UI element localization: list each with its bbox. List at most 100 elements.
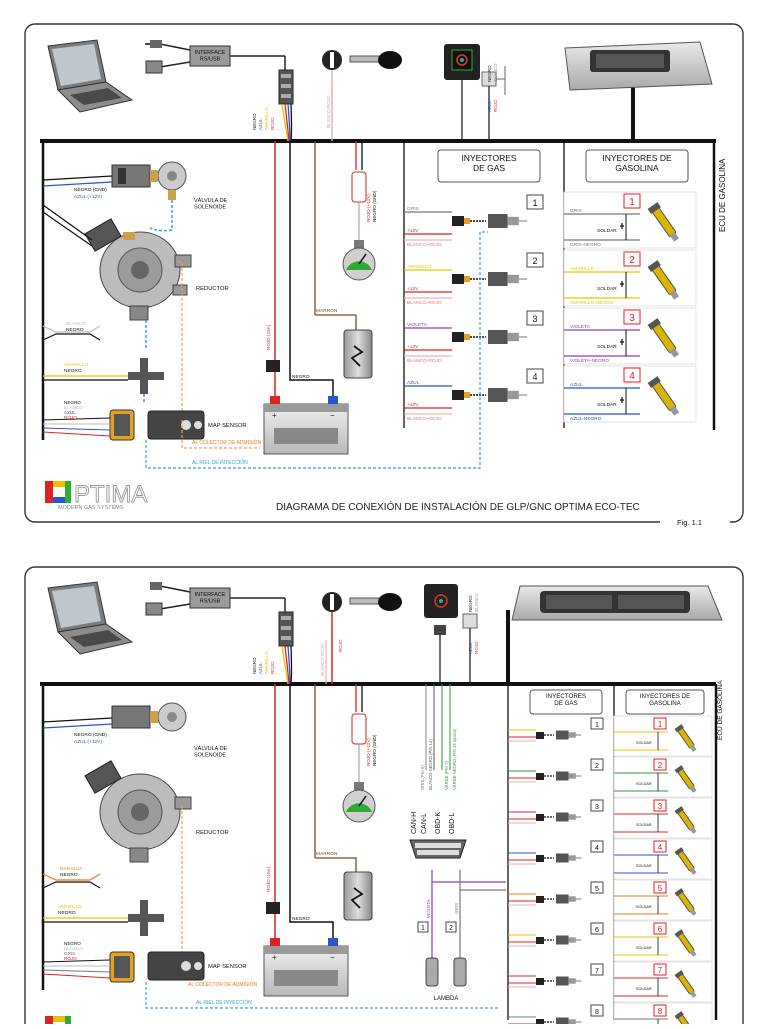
petrol-injector-number-box [653, 799, 667, 812]
obd-connector-icon [409, 839, 467, 859]
lambda-sensor-icon [425, 957, 467, 987]
petrol-injector-icon [647, 376, 661, 388]
petrol-injector-icon [647, 376, 680, 416]
petrol-injector-number: 5 [658, 884, 663, 893]
obd-pin-label: CAN-L [421, 813, 428, 834]
petrol-injector-number-box [653, 717, 667, 730]
petrol-injector-icon [689, 744, 697, 752]
switch-wire-label: AZUL [487, 100, 492, 112]
petrol-injector-number: 7 [658, 966, 663, 975]
reducer-label: REDUCTOR [196, 830, 229, 836]
solder-label: SOLDAR [597, 228, 617, 234]
injector-common-label: BLANCO-ROJO [407, 242, 442, 248]
reducer-icon [84, 760, 192, 863]
solder-label: SOLDAR [636, 864, 652, 868]
rail-label: AL RIEL DE INYECCIÓN [196, 999, 252, 1006]
plug-wire-labels-1: NEGRO AZUL AMARILLO ROJO [252, 107, 275, 130]
logo-subtext: MODERN GAS SYSTEMS [58, 505, 124, 511]
petrol-injector-number: 8 [658, 1007, 663, 1016]
solder-icon [620, 339, 624, 345]
solder-icon [620, 223, 624, 229]
map-sensor-icon [147, 410, 205, 440]
switch-wire-label: NEGRO [487, 65, 492, 82]
petrol-injector-icon [674, 724, 684, 733]
petrol-injector-icon [689, 908, 697, 916]
petrol-injector-number: 4 [658, 843, 663, 852]
petrol-injector-icon [674, 888, 684, 897]
petrol-wire-label: AZUL-NEGRO [570, 416, 602, 422]
map-sensor-label: MAP SENSOR [208, 423, 247, 429]
optima-logo: PTIMA MODERN GAS SYSTEMS [45, 481, 148, 511]
pressure-sensor-icon [128, 900, 164, 936]
petrol-wire-label: VIOLETA-NEGRO [570, 358, 609, 364]
injector-connector-icon [536, 978, 544, 985]
petrol-wire-label: AMARILLO-NEGRO [570, 300, 614, 306]
injector-common-label: BLANCO-ROJO [407, 300, 442, 306]
injector-number: 3 [595, 804, 599, 811]
map-wire-label: NEGRO [64, 400, 81, 405]
gas-injector-icon [507, 390, 519, 400]
petrol-injector-rows-2: SOLDAR1SOLDAR2SOLDAR3SOLDAR4SOLDAR5SOLDA… [613, 715, 713, 1029]
petrol-injector-number: 1 [658, 720, 663, 729]
injector-number: 1 [532, 198, 537, 208]
diagram-1-frame [24, 23, 744, 523]
lambda-label: LAMBDA [434, 996, 459, 1002]
injector-number-box [526, 252, 544, 268]
petrol-injector-icon [674, 970, 697, 998]
petrol-injector-icon [689, 990, 697, 998]
solenoid-wire-label: AZUL (+12V) [74, 739, 102, 745]
switch-wire-label: BLANCO [474, 593, 479, 612]
map-wire-label: BLANCO [64, 946, 83, 951]
injector-signal-label: GRIS [407, 206, 419, 212]
injector-number: 6 [595, 927, 599, 934]
gas-injector-icon [568, 814, 576, 820]
level-fuse-icon [351, 171, 367, 203]
ignition-key-icon [322, 50, 402, 70]
petrol-injector-icon [674, 765, 697, 793]
pressure-wire-label: AMARILLO [58, 904, 83, 910]
switch-wire-label: BLANCO [493, 63, 498, 82]
petrol-injector-icon [647, 260, 661, 272]
fuse-icon [266, 360, 280, 372]
injector-connector-icon [536, 732, 544, 739]
usb-connector-icon [150, 582, 191, 593]
reducer-icon [84, 218, 192, 321]
harness-plug-icon [278, 69, 294, 142]
plug-wire-label: NEGRO [252, 657, 257, 674]
petrol-injector-icon [647, 202, 680, 242]
temp-wire-label: NEGRO [60, 872, 78, 878]
ignition-wire-label: BLANCO-ROJO [326, 95, 331, 128]
injector-number-box [590, 717, 604, 730]
figure-label: Fig. 1.1 [677, 518, 702, 527]
injector-connector-icon [536, 855, 544, 862]
gas-injector-icon [568, 855, 576, 861]
petrol-injector-number-box [653, 881, 667, 894]
injector-connector-icon [452, 216, 464, 226]
injector-common-label: BLANCO-ROJO [407, 416, 442, 422]
gas-injector-icon [556, 935, 569, 945]
plug-wire-labels-2: NEGRO AZUL AMARILLO ROJO [252, 651, 275, 674]
optima-logo-partial [45, 1016, 71, 1026]
solenoid-wire-label: NEGRO (GND) [74, 187, 107, 193]
battery-wire-label: ROJO (15A) [266, 324, 271, 350]
petrol-injector-icon [669, 231, 680, 242]
petrol-injector-number-box [623, 251, 641, 267]
petrol-injector-icon [674, 806, 697, 834]
collector-label: AL COLECTOR DE ADMISIÓN [192, 439, 262, 446]
gas-injector-icon [556, 853, 569, 863]
solenoid-valve-icon [111, 702, 187, 732]
petrol-injector-icon [689, 949, 697, 957]
injector-connector-icon [464, 392, 470, 398]
solder-label: SOLDAR [636, 823, 652, 827]
gas-injector-icon [568, 896, 576, 902]
battery-wire-label: ROJO (15A) [266, 866, 271, 892]
battery-icon: + − [263, 396, 349, 455]
map-wire-label: ROJO [64, 956, 77, 961]
gas-injector-icon [507, 274, 519, 284]
